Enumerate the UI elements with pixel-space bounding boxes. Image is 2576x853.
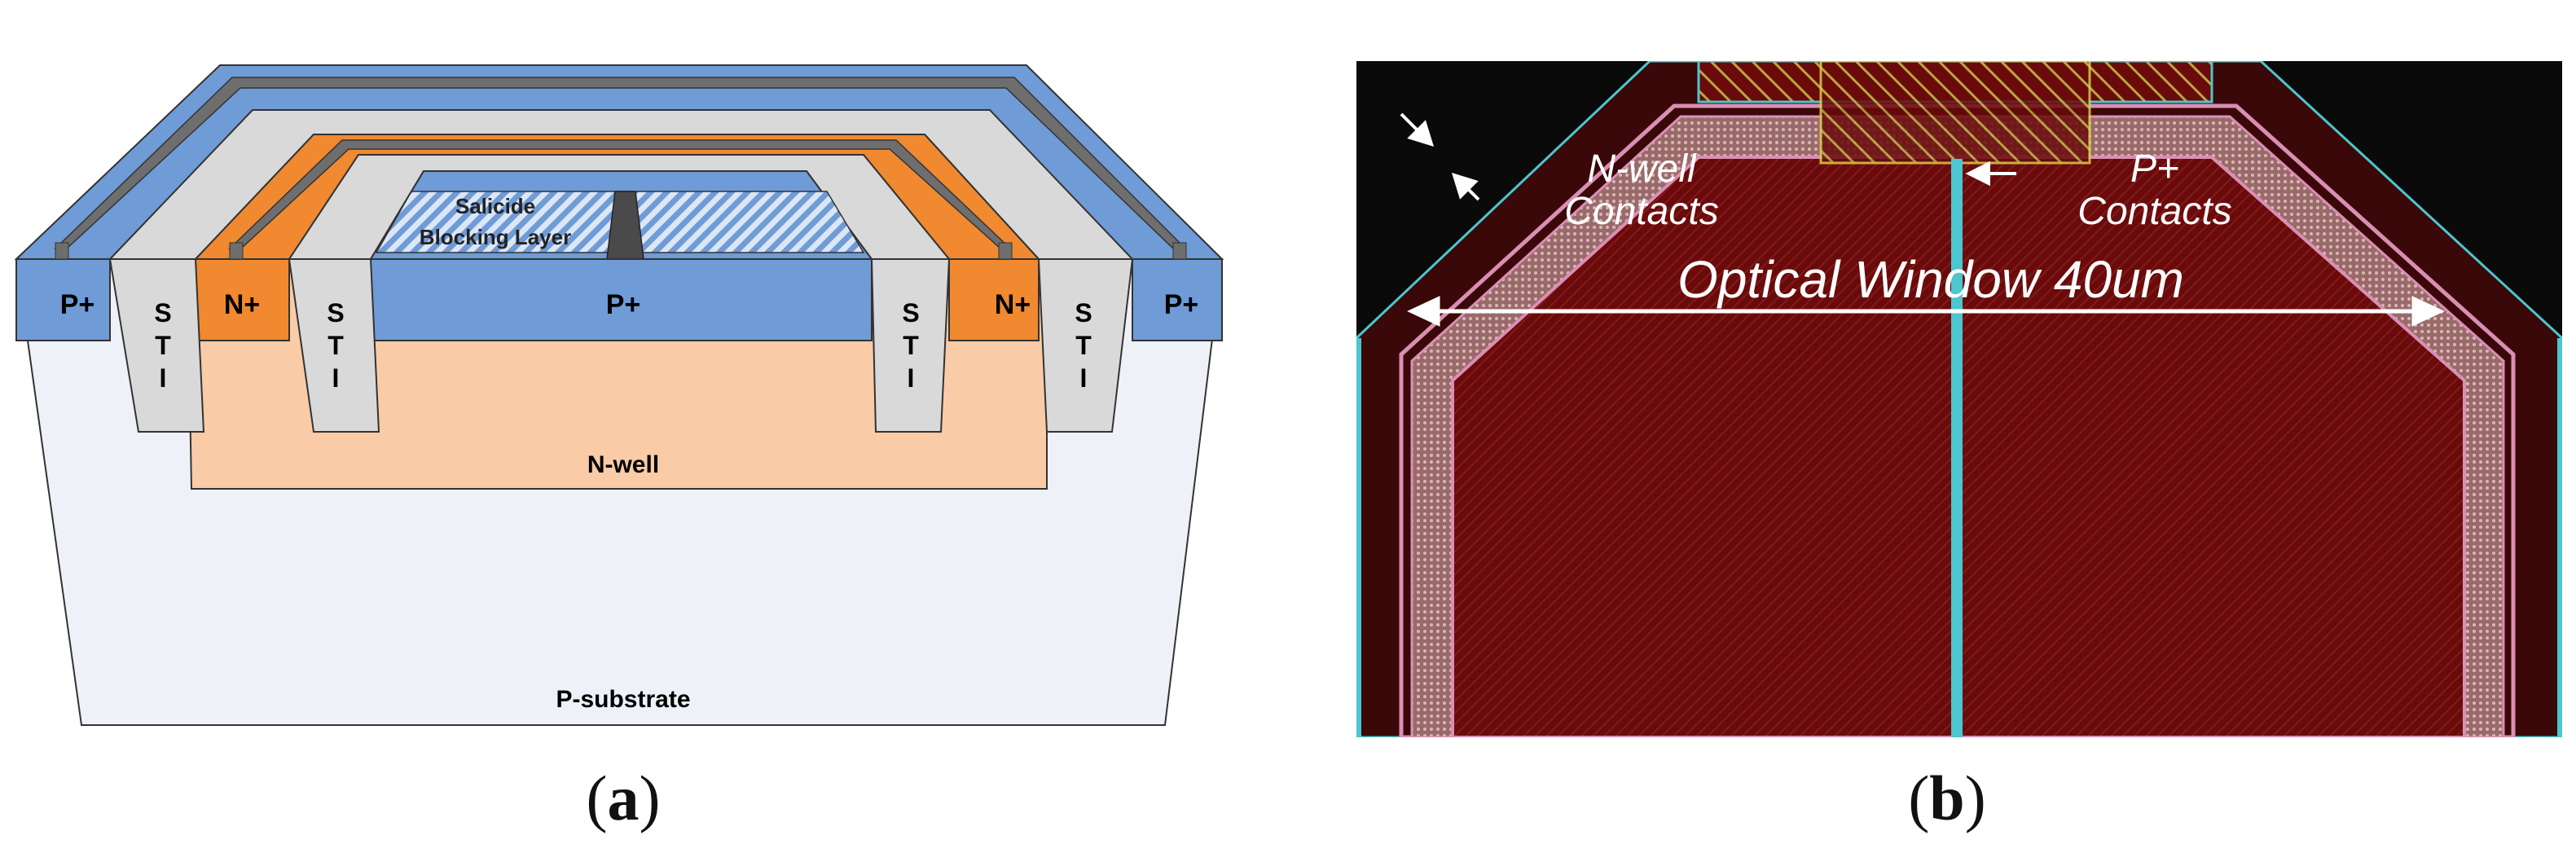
- label-p-plus-center: P+: [606, 289, 641, 320]
- sti-letter: I: [332, 363, 340, 393]
- label-n-plus-right: N+: [995, 289, 1031, 320]
- metal-stub: [1172, 242, 1187, 260]
- top-contact-pad-inner: [1819, 59, 2091, 165]
- sti-letter: T: [327, 331, 344, 360]
- label-nwell-contacts-1: N-well: [1587, 147, 1697, 191]
- sti-letter: I: [1080, 363, 1088, 393]
- metal-stub: [55, 242, 69, 260]
- sti-trench-2: [288, 258, 380, 433]
- metal-stub: [998, 242, 1013, 260]
- caption-open: (: [586, 763, 608, 833]
- sti-letter: T: [155, 331, 171, 360]
- caption-open: (: [1908, 763, 1930, 833]
- left-edge-line: [1356, 338, 1361, 737]
- sti-letter: S: [327, 298, 344, 328]
- label-n-well: N-well: [587, 451, 659, 478]
- label-n-plus-left: N+: [224, 289, 260, 320]
- sti-letter: S: [1075, 298, 1092, 328]
- dimension-arrow-right: [2411, 296, 2445, 327]
- cross-section-diagram: P+ N+ P+ N+ P+ S T I S T I S T I S T I S…: [0, 0, 1271, 766]
- sti-trench-1: [108, 258, 205, 433]
- dimension-arrow-left: [1407, 296, 1440, 327]
- label-p-contacts-2: Contacts: [2077, 190, 2231, 233]
- n-plus-right: [948, 258, 1040, 341]
- label-p-contacts-1: P+: [2130, 147, 2179, 191]
- caption-letter: b: [1929, 763, 1965, 833]
- label-p-substrate: P-substrate: [556, 686, 690, 713]
- label-nwell-contacts-2: Contacts: [1564, 190, 1718, 233]
- label-p-plus-left: P+: [60, 289, 95, 320]
- arrow-head: [1407, 120, 1435, 147]
- sti-letter: I: [160, 363, 167, 393]
- caption-a: (a): [542, 762, 705, 835]
- caption-letter: a: [607, 763, 640, 833]
- arrow-head: [1965, 160, 1990, 187]
- label-blocking-layer: Blocking Layer: [420, 225, 571, 249]
- p-plus-left: [15, 258, 111, 341]
- p-plus-contact-line: [1951, 159, 1963, 737]
- p-plus-center: [370, 258, 873, 341]
- label-optical-window: Optical Window 40um: [1677, 250, 2184, 309]
- caption-close: ): [639, 763, 661, 833]
- sti-letter: S: [902, 298, 919, 328]
- sti-letter: T: [1075, 331, 1092, 360]
- sti-trench-3: [870, 258, 951, 433]
- sti-trench-4: [1037, 258, 1134, 433]
- right-edge-line: [2557, 338, 2562, 737]
- p-plus-right: [1132, 258, 1223, 341]
- metal-stub: [229, 242, 244, 260]
- sti-letter: T: [903, 331, 919, 360]
- caption-b: (b): [1866, 762, 2029, 835]
- layout-view: N-well Contacts P+ Contacts Optical Wind…: [1355, 59, 2564, 740]
- sti-letter: I: [908, 363, 915, 393]
- sti-letter: S: [154, 298, 171, 328]
- caption-close: ): [1964, 763, 1986, 833]
- label-p-plus-right: P+: [1164, 289, 1199, 320]
- arrow-head: [1451, 172, 1479, 200]
- label-salicide: Salicide: [455, 194, 535, 218]
